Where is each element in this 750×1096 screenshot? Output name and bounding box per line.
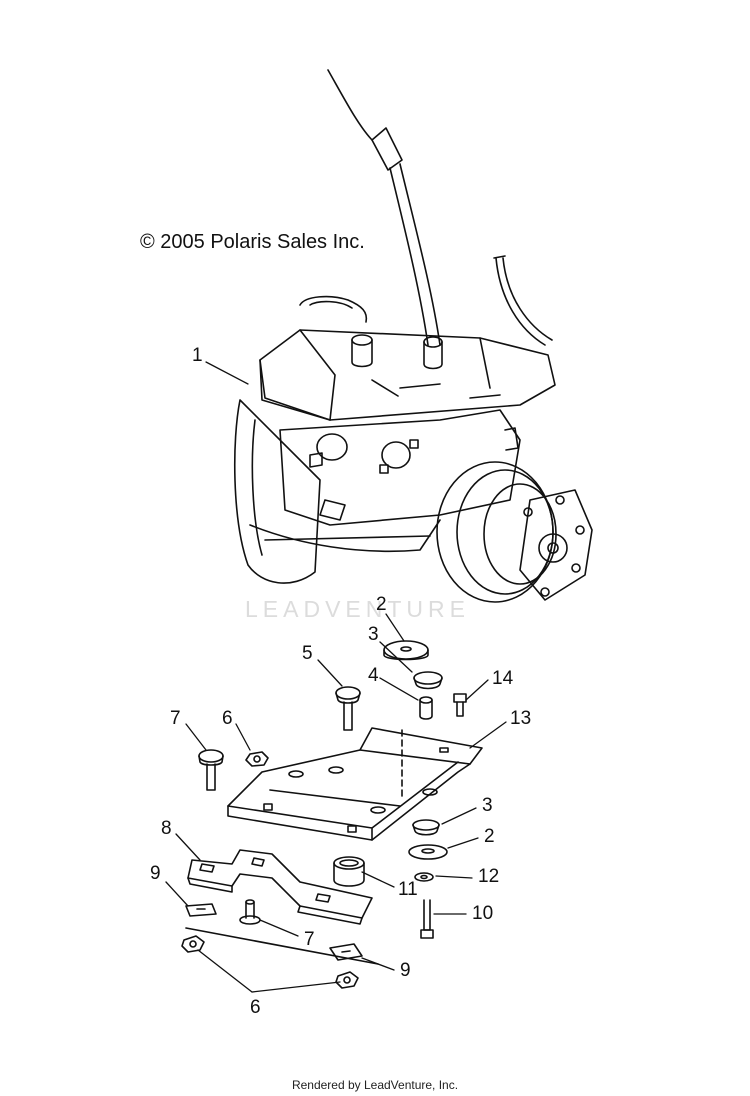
part-12-washer <box>414 872 434 882</box>
callout-2-top: 2 <box>376 594 387 615</box>
callout-13: 13 <box>510 708 532 729</box>
callout-12: 12 <box>478 866 500 887</box>
watermark-text: LEADVENTURE <box>245 596 470 622</box>
part-7-bolt-left <box>198 749 224 791</box>
callout-3-top: 3 <box>368 624 379 645</box>
part-3-cup-bottom <box>412 819 440 836</box>
part-7-bolt-lower <box>239 899 261 925</box>
part-9-square-washer-left <box>185 903 217 917</box>
callout-7-left: 7 <box>170 708 181 729</box>
callout-9-right: 9 <box>400 960 411 981</box>
throttle-cable <box>327 69 553 346</box>
callout-10: 10 <box>472 903 494 924</box>
part-13-mounting-plate <box>227 727 483 841</box>
assembly-centerline <box>185 927 379 965</box>
copyright-notice: © 2005 Polaris Sales Inc. <box>140 231 365 253</box>
callout-8: 8 <box>161 818 172 839</box>
part-4-spacer <box>419 696 433 720</box>
drive-clutch <box>436 461 593 603</box>
part-6-nut-lower-right <box>335 971 359 989</box>
part-5-bolt <box>335 686 361 731</box>
callout-6-top: 6 <box>222 708 233 729</box>
callout-4: 4 <box>368 665 379 686</box>
callout-14: 14 <box>492 668 514 689</box>
part-6-nut-top <box>245 751 269 767</box>
callout-11: 11 <box>398 879 418 900</box>
part-8-bracket <box>187 849 373 925</box>
part-10-bolt <box>420 899 434 939</box>
callout-5: 5 <box>302 643 313 664</box>
part-11-bushing <box>333 856 365 887</box>
leader-lines <box>165 361 507 993</box>
callout-2-bottom: 2 <box>484 826 495 847</box>
part-3-cup-top <box>413 671 443 690</box>
part-2-washer-bottom <box>408 844 448 860</box>
callout-9-left: 9 <box>150 863 161 884</box>
part-6-nut-lower-left <box>181 935 205 953</box>
footer-credit: Rendered by LeadVenture, Inc. <box>291 1078 459 1092</box>
part-14-bolt <box>453 693 467 717</box>
callout-7-lower: 7 <box>304 929 315 950</box>
callout-6-lower: 6 <box>250 997 261 1018</box>
part-2-washer-top <box>383 640 429 661</box>
callout-1: 1 <box>192 345 203 366</box>
callout-3-bottom: 3 <box>482 795 493 816</box>
engine-assembly <box>233 295 556 584</box>
